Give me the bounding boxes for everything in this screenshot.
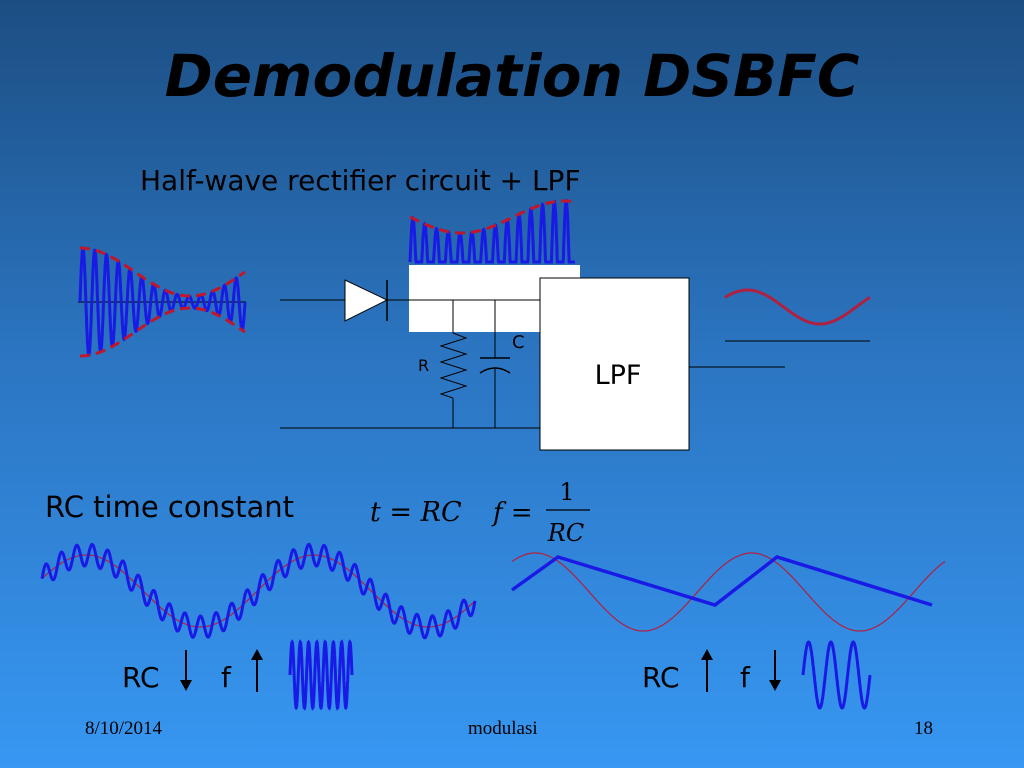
resistor-icon — [439, 332, 468, 399]
right-low-frequency-wave — [801, 640, 872, 710]
resistor-label: R — [418, 356, 429, 375]
input-envelope-bottom — [80, 306, 246, 358]
small-rc-ripple-wave — [40, 542, 477, 640]
large-rc-output — [510, 552, 946, 632]
diode-icon — [344, 279, 389, 322]
footer-center-text: modulasi — [468, 718, 538, 739]
right-rc-label: RC — [642, 661, 680, 694]
left-rc-label: RC — [122, 661, 160, 694]
output-sine-wave — [724, 288, 871, 326]
rectified-envelope — [409, 199, 576, 235]
right-comparison: RC f — [642, 640, 872, 710]
right-f-label: f — [740, 661, 751, 694]
rectifier-circuit: R C LPF — [280, 265, 785, 451]
rectified-waveform — [408, 198, 576, 264]
small-rc-output — [40, 542, 477, 640]
lpf-label: LPF — [595, 360, 642, 391]
large-rc-sawtooth-wave — [510, 555, 933, 607]
left-rc-down-arrow-icon — [180, 680, 192, 691]
formulas: t = RC f = 1 RC — [370, 478, 590, 547]
input-envelope-top — [80, 246, 246, 298]
right-f-down-arrow-icon — [769, 680, 781, 691]
left-high-frequency-wave — [288, 639, 354, 711]
right-rc-up-arrow-icon — [701, 649, 713, 660]
lpf-box — [539, 277, 690, 451]
large-rc-reference-sine — [511, 552, 946, 632]
input-carrier-wave — [78, 246, 247, 358]
input-am-waveform — [78, 246, 247, 358]
time-constant-formula: t = RC — [370, 497, 462, 528]
frequency-denominator: RC — [547, 519, 584, 547]
left-f-label: f — [221, 661, 232, 694]
rectified-carrier-wave — [408, 198, 575, 264]
left-comparison: RC f — [122, 639, 354, 711]
rc-time-constant-label: RC time constant — [45, 490, 294, 524]
footer-page-number: 18 — [914, 718, 933, 739]
capacitor-label: C — [512, 332, 525, 353]
frequency-numerator: 1 — [559, 478, 574, 506]
output-signal — [724, 288, 871, 342]
frequency-lhs: f = — [491, 498, 533, 528]
slide-title: Demodulation DSBFC — [164, 42, 860, 110]
slide-subtitle: Half-wave rectifier circuit + LPF — [140, 164, 581, 197]
footer-date: 8/10/2014 — [85, 718, 163, 739]
left-f-up-arrow-icon — [251, 649, 263, 660]
